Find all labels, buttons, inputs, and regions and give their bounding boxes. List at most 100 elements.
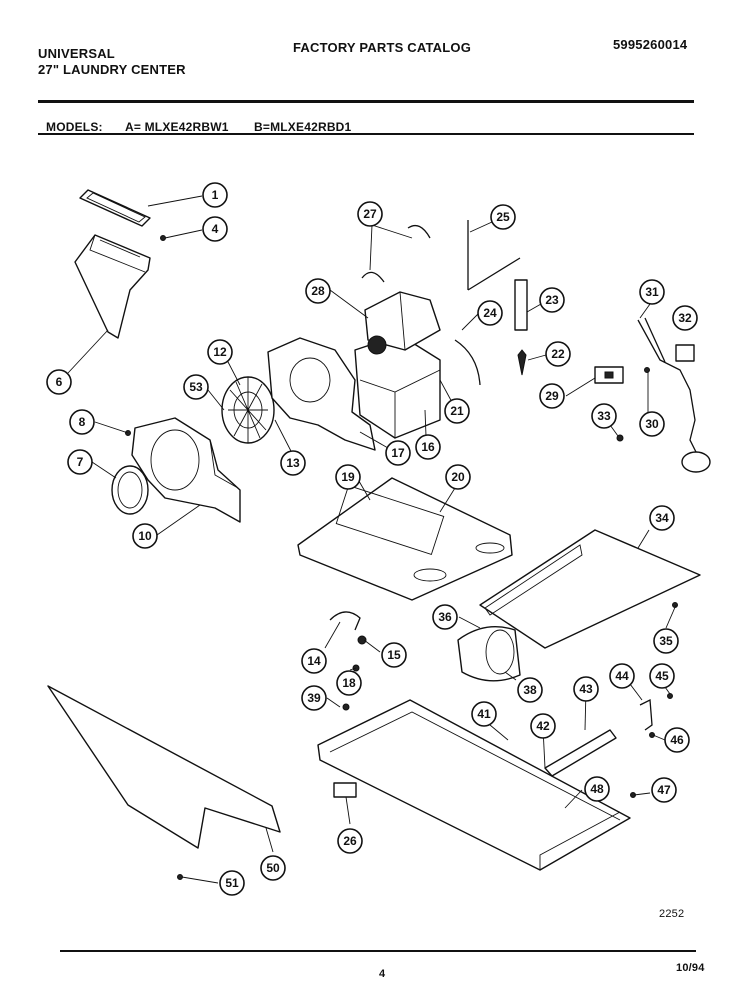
callout-4: 4 — [202, 216, 228, 242]
callout-23: 23 — [539, 287, 565, 313]
callout-10: 10 — [132, 523, 158, 549]
svg-text:14: 14 — [307, 654, 321, 668]
svg-text:6: 6 — [56, 375, 63, 389]
callout-14: 14 — [301, 648, 327, 674]
part-43-rail — [544, 729, 617, 777]
part-31-wire-harness — [637, 317, 711, 473]
part-24-belt — [454, 339, 481, 386]
part-27-clips — [361, 224, 431, 283]
part-23-idler — [514, 279, 528, 376]
callout-24: 24 — [477, 300, 503, 326]
catalog-part-number: 5995260014 — [613, 37, 688, 52]
svg-text:53: 53 — [189, 380, 203, 394]
callout-53: 53 — [183, 374, 209, 400]
callout-43: 43 — [573, 676, 599, 702]
part-50-side-panel — [47, 685, 281, 849]
svg-text:16: 16 — [421, 440, 435, 454]
part-12-blower-wheel — [221, 376, 275, 444]
svg-text:41: 41 — [477, 707, 491, 721]
callout-47: 47 — [651, 777, 677, 803]
part-38-duct-elbow — [457, 626, 521, 682]
callout-35: 35 — [653, 628, 679, 654]
figure-number: 2252 — [659, 908, 685, 920]
callout-16: 16 — [415, 434, 441, 460]
product-title: 27" LAUNDRY CENTER — [38, 62, 186, 77]
svg-text:23: 23 — [545, 293, 559, 307]
svg-text:43: 43 — [579, 682, 593, 696]
part-19-top-panel — [297, 477, 513, 601]
brand-label: UNIVERSAL — [38, 46, 115, 61]
svg-text:18: 18 — [342, 676, 356, 690]
callout-12: 12 — [207, 339, 233, 365]
svg-text:33: 33 — [597, 409, 611, 423]
callout-21: 21 — [444, 398, 470, 424]
callout-26: 26 — [337, 828, 363, 854]
callout-41: 41 — [471, 701, 497, 727]
svg-text:24: 24 — [483, 306, 497, 320]
callout-27: 27 — [357, 201, 383, 227]
part-28-drive-motor — [364, 291, 441, 355]
svg-text:4: 4 — [212, 222, 219, 236]
callout-22: 22 — [545, 341, 571, 367]
header-rule — [38, 100, 694, 103]
callout-31: 31 — [639, 279, 665, 305]
revision-date: 10/94 — [676, 962, 705, 974]
callout-33: 33 — [591, 403, 617, 429]
svg-text:32: 32 — [678, 311, 692, 325]
svg-text:27: 27 — [363, 207, 377, 221]
part-29-switch — [594, 366, 624, 384]
svg-text:45: 45 — [655, 669, 669, 683]
model-a: A= MLXE42RBW1 — [125, 120, 229, 134]
callout-18: 18 — [336, 670, 362, 696]
svg-text:15: 15 — [387, 648, 401, 662]
svg-text:19: 19 — [341, 470, 355, 484]
svg-text:21: 21 — [450, 404, 464, 418]
part-1-gasket — [79, 189, 151, 227]
callout-45: 45 — [649, 663, 675, 689]
svg-text:17: 17 — [391, 446, 405, 460]
callout-34: 34 — [649, 505, 675, 531]
callout-46: 46 — [664, 727, 690, 753]
callout-6: 6 — [46, 369, 72, 395]
models-rule — [38, 133, 694, 135]
svg-text:12: 12 — [213, 345, 227, 359]
svg-text:50: 50 — [266, 861, 280, 875]
callout-48: 48 — [584, 776, 610, 802]
svg-text:46: 46 — [670, 733, 684, 747]
part-48-base-frame — [317, 699, 631, 871]
svg-text:31: 31 — [645, 285, 659, 299]
callout-25: 25 — [490, 204, 516, 230]
svg-text:22: 22 — [551, 347, 565, 361]
callout-51: 51 — [219, 870, 245, 896]
part-44-bracket — [639, 698, 653, 731]
svg-text:8: 8 — [79, 415, 86, 429]
footer-rule — [60, 950, 696, 952]
part-13-blower-housing-front — [267, 337, 376, 451]
callout-42: 42 — [530, 713, 556, 739]
part-10-blower-housing — [131, 417, 241, 523]
callout-7: 7 — [67, 449, 93, 475]
part-26-foot — [333, 782, 357, 798]
part-34-shelf-panel — [479, 529, 701, 649]
svg-text:28: 28 — [311, 284, 325, 298]
callout-28: 28 — [305, 278, 331, 304]
svg-text:26: 26 — [343, 834, 357, 848]
callout-32: 32 — [672, 305, 698, 331]
svg-text:36: 36 — [438, 610, 452, 624]
callout-15: 15 — [381, 642, 407, 668]
part-14-wire-clip — [329, 611, 367, 645]
callout-44: 44 — [609, 663, 635, 689]
svg-text:44: 44 — [615, 669, 629, 683]
svg-text:47: 47 — [657, 783, 671, 797]
svg-text:1: 1 — [212, 188, 219, 202]
svg-text:10: 10 — [138, 529, 152, 543]
svg-text:25: 25 — [496, 210, 510, 224]
svg-text:29: 29 — [545, 389, 559, 403]
callout-30: 30 — [639, 411, 665, 437]
svg-text:42: 42 — [536, 719, 550, 733]
part-7-seal-ring — [111, 465, 149, 515]
svg-text:34: 34 — [655, 511, 669, 525]
models-label: MODELS: — [46, 120, 103, 134]
callout-50: 50 — [260, 855, 286, 881]
